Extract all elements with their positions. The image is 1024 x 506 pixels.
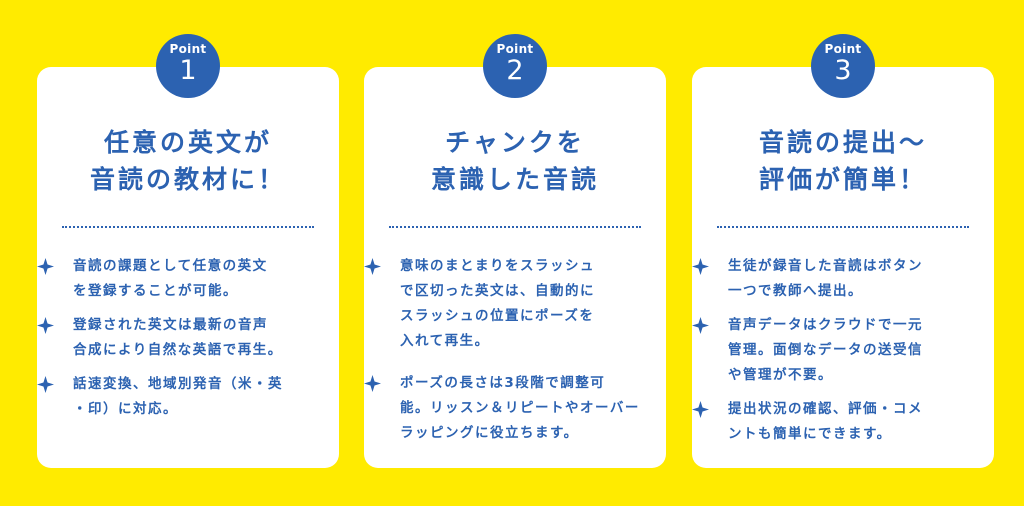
feature-item: 登録された英文は最新の音声 合成により自然な英語で再生。 bbox=[37, 313, 331, 363]
feature-item: 話速変換、地域別発音（米・英 ・印）に対応。 bbox=[37, 372, 331, 422]
feature-text-line: 音声データはクラウドで一元 bbox=[728, 317, 923, 333]
feature-text-line: を登録することが可能。 bbox=[73, 283, 238, 299]
sparkle-star-icon bbox=[692, 317, 709, 334]
feature-text-line: 管理。面倒なデータの送受信 bbox=[728, 342, 923, 358]
point-card-1: Point 1 任意の英文が 音読の教材に！ 音読の課題として任意の英文 を登録… bbox=[37, 34, 339, 468]
sparkle-star-icon bbox=[364, 375, 381, 392]
feature-text-line: 能。リッスン＆リピートやオーバー bbox=[400, 400, 640, 416]
feature-text-line: 合成により自然な英語で再生。 bbox=[73, 342, 283, 358]
card-title-line: 音読の提出～ bbox=[758, 128, 927, 157]
badge-number: 2 bbox=[506, 55, 524, 86]
sparkle-star-icon bbox=[37, 258, 54, 275]
feature-item: 音読の課題として任意の英文 を登録することが可能。 bbox=[37, 254, 331, 304]
sparkle-star-icon bbox=[37, 317, 54, 334]
feature-list: 意味のまとまりをスラッシュ で区切った英文は、自動的に スラッシュの位置にポーズ… bbox=[364, 67, 666, 468]
point-badge: Point 3 bbox=[811, 34, 875, 98]
point-card-2: Point 2 チャンクを 意識した音読 意味のまとまりをスラッシュ で区切った… bbox=[364, 34, 666, 468]
sparkle-star-icon bbox=[364, 258, 381, 275]
card-title-line: 意識した音読 bbox=[430, 165, 599, 194]
feature-item: 提出状況の確認、評価・コメ ントも簡単にできます。 bbox=[692, 397, 986, 447]
card-title-line: 音読の教材に！ bbox=[89, 165, 286, 194]
feature-item: 生徒が録音した音読はボタン 一つで教師へ提出。 bbox=[692, 254, 986, 304]
card-title-line: 任意の英文が bbox=[103, 128, 272, 157]
feature-text-line: 音読の課題として任意の英文 bbox=[73, 258, 268, 274]
feature-item: ポーズの長さは3段階で調整可 能。リッスン＆リピートやオーバー ラッピングに役立… bbox=[364, 371, 658, 446]
feature-text-line: ・印）に対応。 bbox=[73, 401, 178, 417]
feature-text-line: 意味のまとまりをスラッシュ bbox=[400, 258, 595, 274]
feature-text-line: 登録された英文は最新の音声 bbox=[73, 317, 268, 333]
sparkle-star-icon bbox=[692, 401, 709, 418]
card-title-line: 評価が簡単！ bbox=[758, 165, 927, 194]
dotted-divider bbox=[62, 226, 314, 228]
badge-label: Point bbox=[824, 42, 862, 56]
feature-text-line: 話速変換、地域別発音（米・英 bbox=[73, 376, 283, 392]
feature-text-line: や管理が不要。 bbox=[728, 367, 833, 383]
card-title: チャンクを 意識した音読 bbox=[364, 124, 666, 198]
feature-text-line: 入れて再生。 bbox=[400, 333, 490, 349]
card-title: 音読の提出～ 評価が簡単！ bbox=[692, 124, 994, 198]
feature-text-line: ポーズの長さは3段階で調整可 bbox=[400, 375, 606, 391]
sparkle-star-icon bbox=[37, 376, 54, 393]
feature-text-line: 提出状況の確認、評価・コメ bbox=[728, 401, 923, 417]
card-title-line: チャンクを bbox=[445, 128, 585, 157]
point-card-3: Point 3 音読の提出～ 評価が簡単！ 生徒が録音した音読はボタン 一つで教… bbox=[692, 34, 994, 468]
feature-text-line: で区切った英文は、自動的に bbox=[400, 283, 595, 299]
feature-list: 音読の課題として任意の英文 を登録することが可能。 登録された英文は最新の音声 … bbox=[37, 67, 339, 468]
feature-text-line: 生徒が録音した音読はボタン bbox=[728, 258, 923, 274]
feature-item: 音声データはクラウドで一元 管理。面倒なデータの送受信 や管理が不要。 bbox=[692, 313, 986, 388]
feature-text-line: ラッピングに役立ちます。 bbox=[400, 425, 579, 441]
dotted-divider bbox=[717, 226, 969, 228]
feature-item: 意味のまとまりをスラッシュ で区切った英文は、自動的に スラッシュの位置にポーズ… bbox=[364, 254, 658, 354]
badge-number: 1 bbox=[179, 55, 197, 86]
badge-label: Point bbox=[496, 42, 534, 56]
badge-label: Point bbox=[169, 42, 207, 56]
feature-list: 生徒が録音した音読はボタン 一つで教師へ提出。 音声データはクラウドで一元 管理… bbox=[692, 67, 994, 468]
feature-text-line: 一つで教師へ提出。 bbox=[728, 283, 863, 299]
point-badge: Point 2 bbox=[483, 34, 547, 98]
feature-text-line: スラッシュの位置にポーズを bbox=[400, 308, 595, 324]
card-title: 任意の英文が 音読の教材に！ bbox=[37, 124, 339, 198]
point-badge: Point 1 bbox=[156, 34, 220, 98]
dotted-divider bbox=[389, 226, 641, 228]
sparkle-star-icon bbox=[692, 258, 709, 275]
badge-number: 3 bbox=[834, 55, 852, 86]
feature-text-line: ントも簡単にできます。 bbox=[728, 426, 892, 442]
